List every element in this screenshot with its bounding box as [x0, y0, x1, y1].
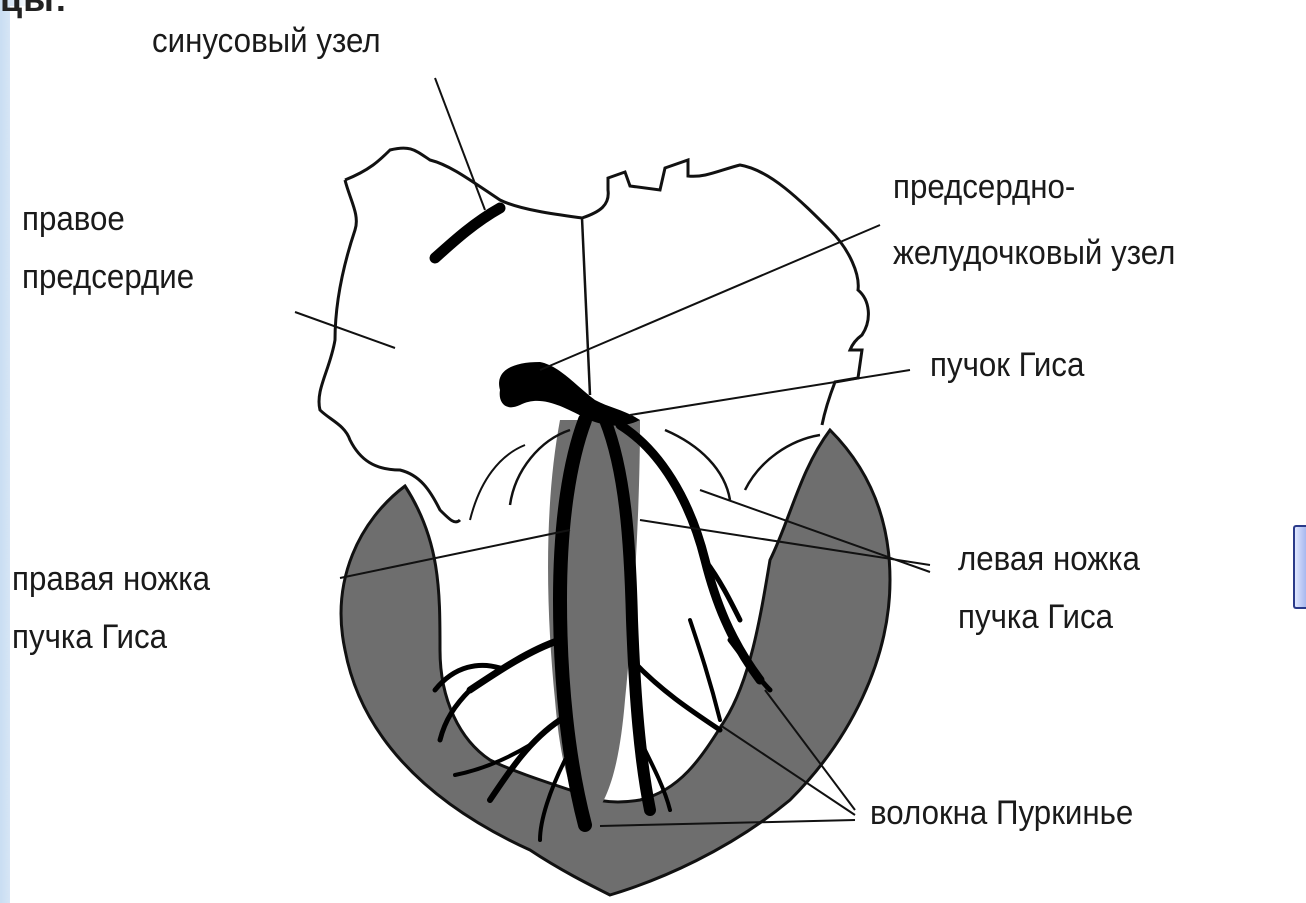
label-right-bundle-line2: пучка Гиса — [12, 616, 167, 658]
atria-outline — [345, 148, 868, 425]
label-sinus-node: синусовый узел — [152, 20, 381, 62]
interatrial-septum-line — [582, 218, 590, 395]
sinus-node — [435, 208, 500, 258]
label-purkinje-fibres: волокна Пуркинье — [870, 792, 1133, 834]
side-tab[interactable] — [1293, 525, 1306, 609]
label-av-node-line1: предсердно- — [893, 166, 1075, 208]
label-right-atrium-line1: правое — [22, 198, 125, 240]
label-his-bundle: пучок Гиса — [930, 344, 1084, 386]
label-right-bundle-line1: правая ножка — [12, 558, 210, 600]
label-left-bundle-line1: левая ножка — [958, 538, 1140, 580]
label-left-bundle-line2: пучка Гиса — [958, 596, 1113, 638]
label-av-node-line2: желудочковый узел — [893, 232, 1175, 274]
label-right-atrium-line2: предсердие — [22, 256, 194, 298]
right-atrium-outline — [319, 180, 460, 522]
av-node — [499, 362, 640, 426]
left-bundle-branch-lateral — [620, 425, 760, 680]
